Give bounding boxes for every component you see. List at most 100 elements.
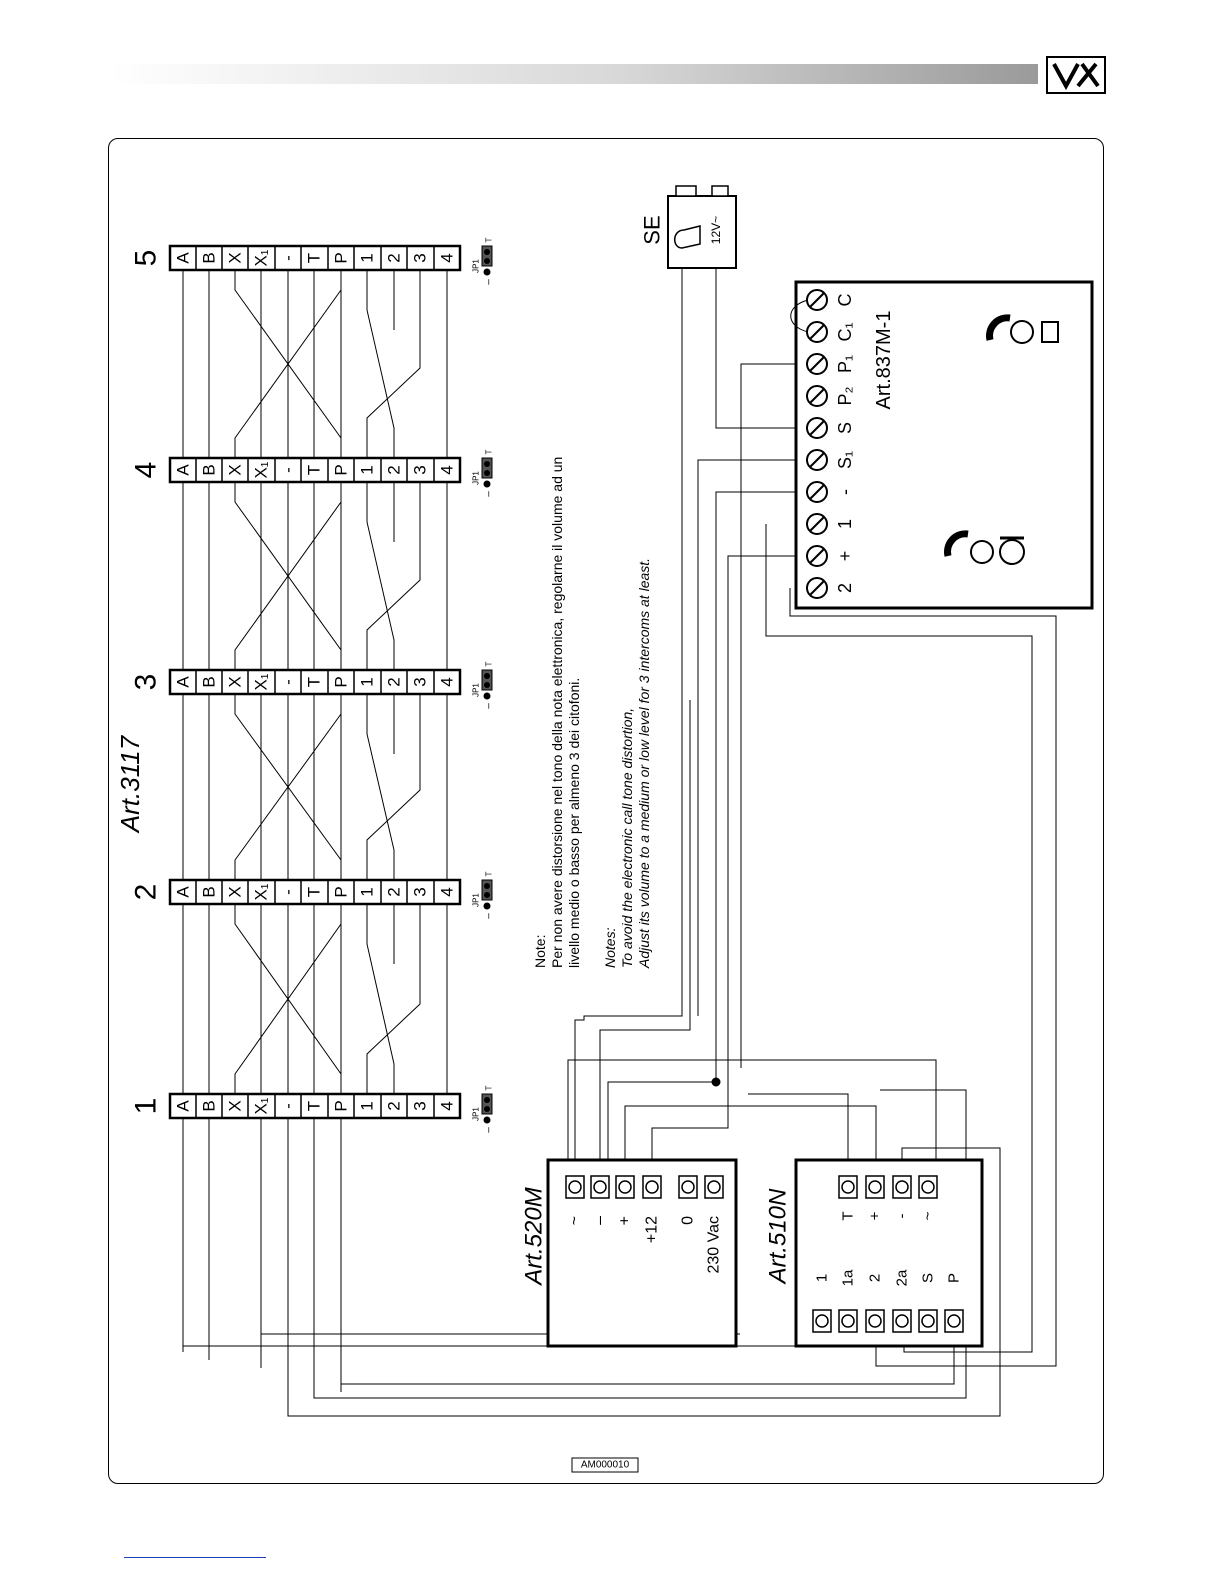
terminal-label: P <box>332 1100 351 1111</box>
terminal-label: 3 <box>411 253 430 262</box>
terminal-label: 1 <box>358 887 377 896</box>
board-number: 5 <box>130 250 163 267</box>
terminal-label: 2 <box>385 887 404 896</box>
art520-terminal-label: + <box>617 1216 634 1225</box>
jumper-pin <box>483 480 491 488</box>
jumper-block <box>481 457 493 479</box>
se-lock: 12V~SE <box>640 185 737 269</box>
logo-mark-icon <box>1052 62 1100 91</box>
cross-wire <box>366 270 421 458</box>
terminal-label: A <box>174 464 193 476</box>
se-tab <box>711 185 729 197</box>
common-wire <box>715 491 817 1082</box>
lock-wire <box>715 268 817 429</box>
board-number: 1 <box>130 1098 163 1115</box>
screw-terminal <box>921 1314 935 1328</box>
note-it-line2: livello medio o basso per almeno 3 dei c… <box>566 678 582 968</box>
note-en-line1: To avoid the electronic call tone distor… <box>619 708 635 968</box>
jumper-pin <box>484 470 490 476</box>
terminal-label: 2 <box>385 677 404 686</box>
line-wire <box>313 1089 967 1399</box>
jumper-block <box>481 879 493 901</box>
jumper-pin <box>484 673 490 679</box>
speech-wire <box>789 588 1057 1367</box>
terminal-label: 4 <box>438 677 457 686</box>
screw-terminal <box>707 1180 721 1194</box>
terminal-label: P <box>332 252 351 263</box>
speaker-icon <box>1041 321 1059 343</box>
signal-wire <box>748 1093 849 1176</box>
art510-label: Art.510N <box>765 1188 792 1285</box>
terminal-label: 4 <box>438 465 457 474</box>
terminal-label: 2 <box>385 253 404 262</box>
call-wire <box>697 459 817 1016</box>
diagram-frame <box>108 138 1104 1484</box>
screw-terminal <box>593 1180 607 1194</box>
jumper-label: JP1 <box>472 683 481 697</box>
jumper-pin <box>484 1106 490 1112</box>
cross-wire <box>234 270 342 458</box>
art510-right-label: ~ <box>920 1211 937 1220</box>
note-en-line2: Adjust its volume to a medium or low lev… <box>636 558 652 969</box>
cross-wire <box>366 694 421 880</box>
jumper-pin <box>483 1116 491 1124</box>
jumper-minus: – <box>484 491 495 497</box>
screw-slot <box>809 580 825 596</box>
screw-slot <box>809 292 825 308</box>
terminal-label: - <box>279 1103 298 1109</box>
terminal-label: 1 <box>358 677 377 686</box>
button-icon <box>1010 320 1034 344</box>
terminal-label: A <box>174 252 193 264</box>
art837-terminal-label: 1 <box>835 519 855 529</box>
jumper-minus: – <box>484 279 495 285</box>
art520-label: Art.520M <box>521 1187 548 1286</box>
supply-wire <box>599 700 691 1176</box>
screw-terminal <box>868 1180 882 1194</box>
handset-icon <box>986 314 1011 341</box>
terminal-label: T <box>305 253 324 263</box>
se-box <box>667 195 737 269</box>
se-tab <box>675 185 697 197</box>
terminal-label: P <box>332 886 351 897</box>
art510-left-label: 1a <box>840 1269 857 1286</box>
terminal-label: X <box>226 676 245 687</box>
c-jumper <box>790 299 809 333</box>
screw-terminal <box>681 1180 695 1194</box>
terminal-label: - <box>279 889 298 895</box>
art510-left-label: S <box>920 1273 937 1283</box>
screw-slot <box>809 324 825 340</box>
cross-wire <box>366 694 395 880</box>
jumper-t: T <box>485 237 494 242</box>
terminal-label: X <box>226 252 245 263</box>
screw-slot <box>809 388 825 404</box>
screw-terminal <box>815 1314 829 1328</box>
jumper-label: JP1 <box>472 471 481 485</box>
art510-right-label: - <box>894 1214 911 1219</box>
terminal-label: X₁ <box>252 883 271 900</box>
terminal-label: 3 <box>411 465 430 474</box>
screw-terminal <box>868 1314 882 1328</box>
screw-terminal <box>568 1180 582 1194</box>
header-gradient-bar <box>110 64 1038 84</box>
board-number: 2 <box>130 884 163 901</box>
terminal-label: A <box>174 886 193 898</box>
line-wire <box>340 1118 955 1385</box>
terminal-label: 2 <box>385 465 404 474</box>
jumper-minus: – <box>484 913 495 919</box>
note-it-title: Note: <box>532 935 548 968</box>
terminal-label: 3 <box>411 677 430 686</box>
art520-terminal-label: ~ <box>567 1216 584 1225</box>
terminal-label: X <box>226 1100 245 1111</box>
screw-slot <box>809 356 825 372</box>
supply-wire <box>624 1105 877 1176</box>
terminal-label: 1 <box>358 253 377 262</box>
terminal-label: X <box>226 464 245 475</box>
terminal-label: P <box>332 464 351 475</box>
terminal-label: 1 <box>358 465 377 474</box>
art510-left-label: 1 <box>814 1274 831 1282</box>
art837-terminal-label: C <box>835 294 855 307</box>
